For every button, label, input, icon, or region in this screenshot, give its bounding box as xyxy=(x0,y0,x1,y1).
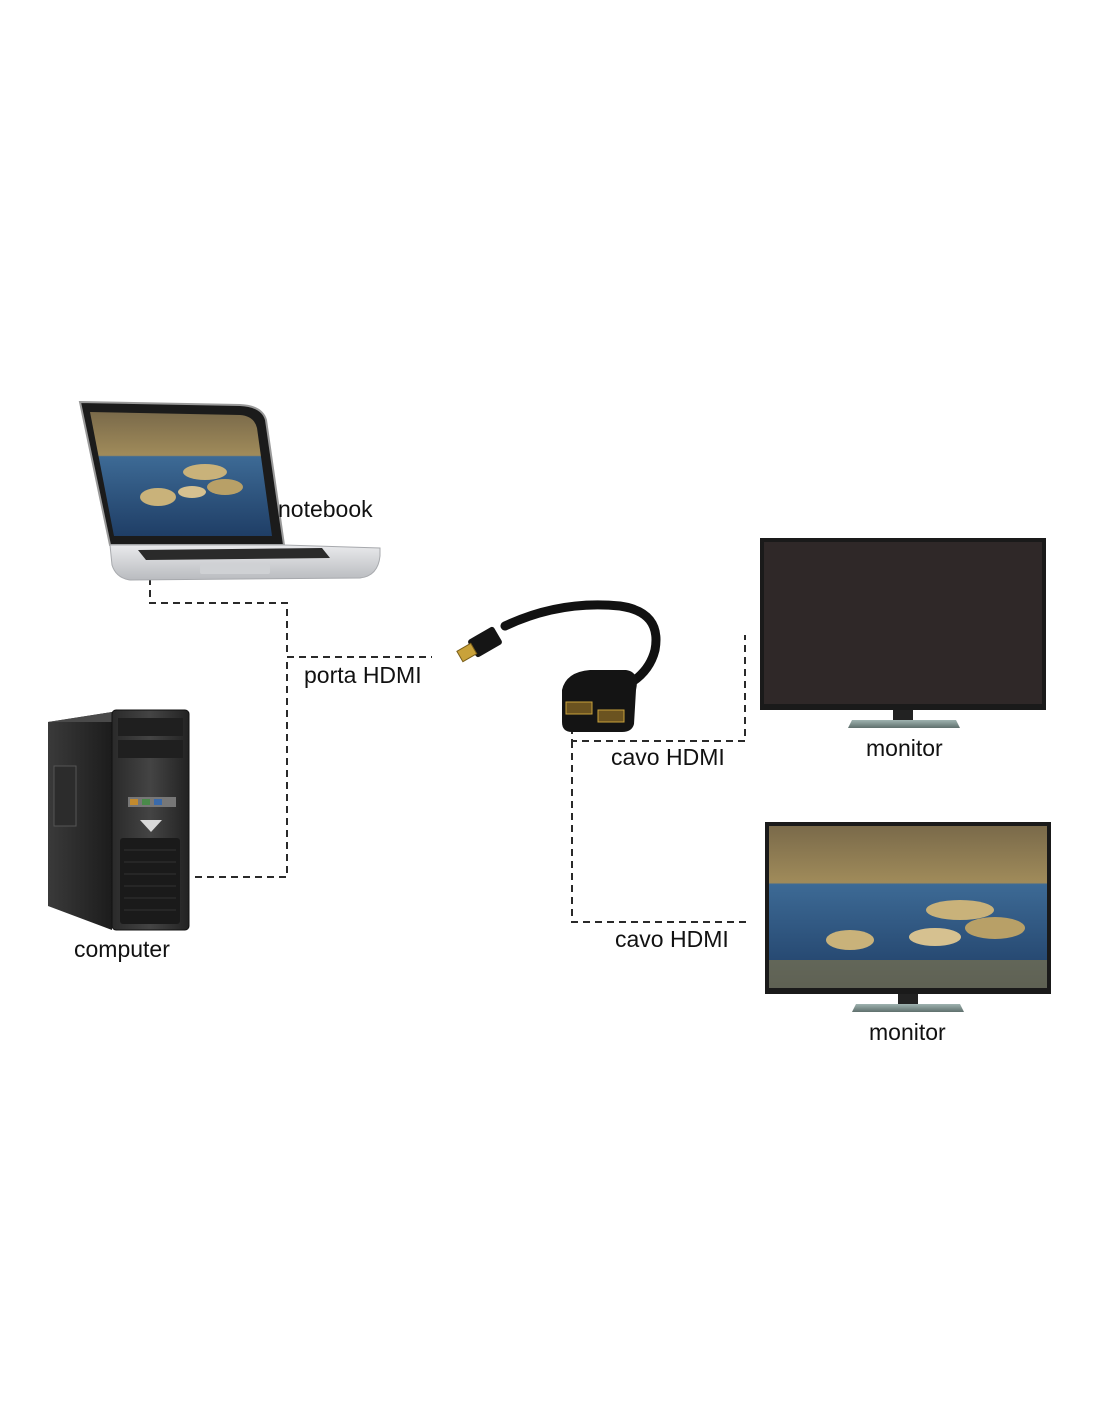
monitor-bottom-connector-line xyxy=(571,741,748,923)
computer-connector-line xyxy=(195,657,288,878)
monitor-label-bottom: monitor xyxy=(869,1019,946,1045)
notebook-label: notebook xyxy=(278,496,373,522)
notebook-connector-line xyxy=(149,578,432,658)
hdmi-cable-label-bottom: cavo HDMI xyxy=(615,926,729,952)
monitor-icon xyxy=(760,538,1046,728)
hdmi-port-label: porta HDMI xyxy=(304,662,422,688)
hdmi-splitter-icon xyxy=(456,600,661,732)
hdmi-cable-label-top: cavo HDMI xyxy=(611,744,725,770)
monitor-label-top: monitor xyxy=(866,735,943,761)
desktop-tower-icon xyxy=(48,709,190,931)
computer-label: computer xyxy=(74,936,170,962)
monitor-icon xyxy=(765,822,1051,1012)
laptop-icon xyxy=(78,400,381,581)
